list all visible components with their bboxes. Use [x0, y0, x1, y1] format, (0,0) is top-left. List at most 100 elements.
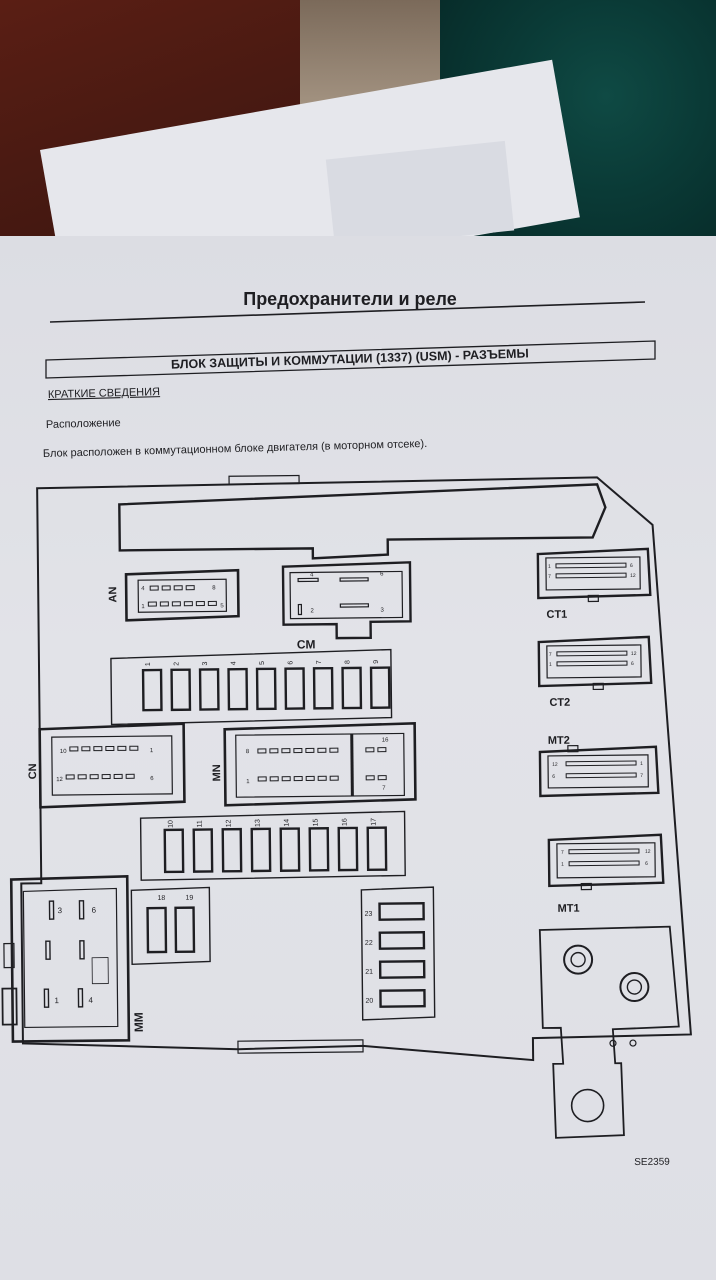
connector-mt2-label: MT2	[548, 735, 570, 747]
pin-number: 7	[548, 574, 551, 580]
fuse-box-outline	[20, 476, 692, 1062]
fuse-number: 16	[342, 818, 349, 826]
connector-an: AN 4 8 1 5	[107, 568, 240, 622]
fuse-pair: 18 19	[130, 886, 211, 966]
pin-number: 1	[54, 996, 59, 1005]
pin-number: 8	[212, 585, 216, 591]
connector-ct1-label: CT1	[546, 609, 567, 621]
connector-ct1: CT1 1 7 6 12	[536, 547, 652, 621]
fuse-number: 2	[173, 662, 180, 666]
pin-number: 1	[548, 564, 551, 570]
fuse-slot	[255, 667, 277, 711]
connector-mt1-label: MT1	[558, 903, 580, 915]
fuse-number: 21	[365, 969, 373, 976]
connector-an-label: AN	[107, 586, 119, 602]
fuse-number: 9	[373, 660, 380, 664]
fuse-number: 1	[145, 662, 152, 666]
fuse-number: 14	[284, 819, 291, 827]
pin-number: 1	[246, 779, 250, 785]
pin-number: 7	[561, 850, 564, 856]
connector-mt1: MT1 7 1 12 6	[547, 833, 665, 915]
fuse-slot	[379, 989, 426, 1008]
relay-mm-label: MM	[132, 1012, 146, 1032]
fuse-slot	[378, 960, 426, 979]
fuse-number: 3	[202, 661, 209, 665]
pin-number: 16	[382, 738, 389, 744]
fuse-slot	[279, 827, 301, 872]
fuse-slot	[378, 931, 426, 950]
location-label: Расположение	[46, 417, 121, 431]
relay-cm: CM 4 6 2 3	[281, 561, 412, 652]
connector-ct2: CT2 7 1 12 6	[537, 635, 653, 709]
relay-cm-label: CM	[297, 637, 316, 651]
connector-ct2-label: CT2	[549, 697, 570, 709]
pin-number: 6	[380, 572, 384, 578]
fuse-slot	[141, 668, 163, 712]
page-title: Предохранители и реле	[243, 289, 456, 309]
pin-number: 6	[552, 774, 555, 780]
title-underline	[49, 301, 646, 323]
fuse-slot	[366, 826, 388, 872]
fuse-slot	[378, 902, 425, 921]
fuse-number: 13	[255, 819, 262, 827]
document-page	[0, 236, 716, 1280]
pin-number: 7	[549, 652, 552, 658]
pin-number: 3	[58, 906, 63, 915]
fuse-slot	[170, 668, 192, 712]
connector-cn-label: CN	[27, 763, 39, 779]
connector-cn: CN 10 12 1 6	[27, 722, 186, 809]
pin-number: 6	[645, 861, 648, 867]
fuse-number: 22	[365, 940, 373, 947]
fuse-slot	[284, 667, 306, 710]
fuse-number: 8	[344, 660, 351, 664]
section-heading-box	[45, 340, 656, 379]
top-component	[118, 483, 607, 560]
pin-number: 4	[310, 572, 314, 578]
pin-number: 12	[56, 777, 63, 783]
pin-number: 4	[141, 586, 145, 592]
pin-number: 8	[246, 749, 250, 755]
fuse-slot	[192, 828, 214, 873]
pin-number: 10	[60, 749, 67, 755]
fuse-number: 11	[197, 820, 204, 827]
fuse-number: 18	[157, 895, 165, 902]
pin-number: 1	[150, 748, 154, 754]
connector-mt2: MT2 12 6 1 7	[538, 735, 660, 798]
fuse-slot	[227, 667, 249, 711]
fuse-slot	[312, 666, 334, 710]
pin-number: 2	[310, 608, 314, 614]
pin-number: 1	[141, 604, 145, 610]
pin-number: 6	[631, 661, 634, 667]
pin-number: 1	[561, 862, 564, 868]
connector-mn-label: MN	[211, 764, 223, 781]
top-tab	[228, 474, 300, 485]
fuse-slot	[198, 668, 220, 711]
fuse-number: 17	[371, 818, 378, 826]
subheading: КРАТКИЕ СВЕДЕНИЯ	[48, 386, 160, 401]
fuse-slot	[341, 666, 363, 710]
fuse-number: 20	[365, 998, 373, 1005]
pin-number: 12	[552, 762, 558, 768]
pin-number: 12	[631, 651, 637, 657]
connector-mn: MN 8 16 1 7	[211, 721, 417, 807]
fuse-slot	[250, 827, 272, 873]
fuse-number: 7	[316, 660, 323, 664]
fuse-number: 5	[259, 661, 266, 665]
pin-number: 1	[549, 662, 552, 668]
pin-number: 6	[92, 906, 97, 915]
fuse-number: 10	[168, 820, 175, 828]
bottom-tab	[237, 1039, 364, 1054]
pin-number: 5	[220, 603, 224, 609]
fuse-slot	[308, 827, 330, 872]
pin-number: 6	[150, 776, 154, 782]
pin-number: 1	[640, 761, 643, 767]
pin-number: 7	[382, 786, 386, 792]
fuse-number: 15	[313, 818, 320, 826]
fuse-number: 4	[230, 661, 237, 665]
fuse-number: 19	[185, 895, 193, 902]
fuse-slot	[337, 826, 359, 872]
